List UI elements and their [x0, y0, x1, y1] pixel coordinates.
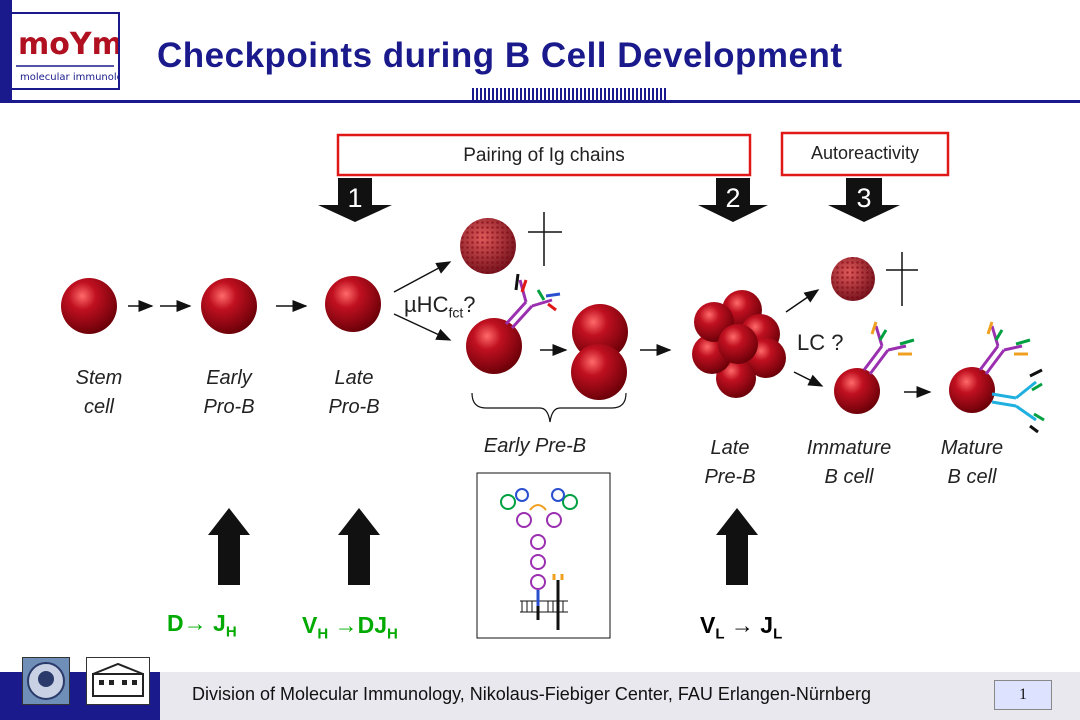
vdj-v: V: [302, 612, 318, 638]
logo-subtitle: molecular immunology: [20, 72, 118, 83]
stage-label-stem: Stem cell: [75, 367, 123, 418]
rearrangement-vdj: VH →DJH: [302, 612, 398, 643]
stage-label-early-pro-b: Early Pro-B: [203, 367, 255, 418]
pairing-box: [336, 133, 752, 177]
apoptotic-cell-icon-2: [831, 257, 875, 301]
vdj-v-sub: H: [317, 625, 329, 643]
checkpoint-arrow-1: [318, 178, 392, 222]
late-pre-b-cluster-icon: [692, 290, 786, 398]
rearrangement-vj: VL → JL: [700, 612, 782, 643]
bcr-icon: [862, 321, 915, 375]
checkpoint-number-3: 3: [856, 183, 872, 213]
pairing-label: Pairing of Ig chains: [463, 145, 625, 166]
pre-bcr-detail-box: [476, 472, 611, 639]
university-seal-icon: [22, 657, 70, 705]
bcr-igd-icon: [991, 368, 1045, 434]
early-pre-b-dividing-icon: [572, 304, 628, 360]
checkpoint-number-1: 1: [347, 183, 363, 213]
page-title: Checkpoints during B Cell Development: [157, 36, 843, 75]
up-arrow-dj-icon: [208, 508, 250, 585]
vj-j-sub: L: [773, 625, 783, 643]
uhc-sub: fct: [448, 304, 464, 321]
uhc-q: ?: [463, 292, 476, 317]
up-arrow-vj-icon: [716, 508, 758, 585]
pre-bcr-structure-icon: [500, 488, 578, 630]
stem-cell-icon: [61, 278, 117, 334]
early-pre-b-brace: [471, 392, 627, 423]
stage-label-late-pre-b: Late Pre-B: [704, 437, 756, 488]
flow-arrows: [128, 261, 932, 398]
header-stripe: [472, 88, 667, 100]
early-pre-b-cell-icon: [466, 318, 522, 374]
autoreactivity-label: Autoreactivity: [810, 143, 920, 163]
stage-label-early-pre-b: Early Pre-B: [483, 435, 587, 457]
dj-d: D: [167, 610, 184, 636]
vj-arrow: →: [730, 612, 754, 638]
logo: moYm molecular immunology: [10, 12, 135, 90]
up-arrow-vdj-icon: [338, 508, 380, 585]
logo-mark-icon: moYm molecular immunology: [16, 27, 135, 83]
header-divider: [0, 100, 1080, 103]
vdj-arrow: →: [334, 612, 358, 638]
uhc-question: µHCfct?: [404, 292, 475, 320]
immature-b-cell-icon: [834, 368, 880, 414]
rearrangement-dj: D→ JH: [167, 610, 237, 641]
footer-text: Division of Molecular Immunology, Nikola…: [192, 684, 871, 704]
late-pro-b-cell-icon: [325, 276, 381, 332]
mature-b-cell-icon: [949, 367, 995, 413]
bcr-igm-icon: [978, 321, 1031, 375]
vj-v: V: [700, 612, 716, 638]
cross-icon: [528, 212, 562, 266]
stage-label-late-pro-b: Late Pro-B: [328, 367, 380, 418]
uhc-main: µHC: [404, 292, 449, 317]
cross-icon-2: [886, 252, 918, 306]
stage-label-mature-b: Mature B cell: [940, 437, 1004, 488]
header-accent-bar: [0, 0, 12, 102]
vj-j: J: [760, 612, 774, 638]
early-pre-b-dividing-icon-2: [571, 344, 627, 400]
lc-question: LC ?: [797, 330, 844, 355]
vdj-dj: DJ: [357, 612, 387, 638]
autoreactivity-box: [780, 131, 950, 177]
vj-v-sub: L: [715, 625, 725, 643]
checkpoint-arrow-3: [828, 178, 900, 222]
building-image-icon: [86, 657, 150, 705]
apoptotic-cell-icon: [460, 218, 516, 274]
checkpoint-arrow-2: [698, 178, 768, 222]
page-number: 1: [994, 680, 1052, 710]
stage-label-immature-b: Immature B cell: [806, 437, 892, 488]
checkpoint-number-2: 2: [725, 183, 741, 213]
vdj-dj-sub: H: [386, 625, 398, 643]
dj-j-sub: H: [225, 623, 237, 641]
logo-mark: moYm: [18, 27, 118, 62]
dj-arrow: →: [183, 610, 207, 636]
dj-j: J: [213, 610, 226, 636]
footer-panel: [160, 672, 1080, 720]
pre-bcr-icon: [504, 273, 561, 330]
early-pro-b-cell-icon: [201, 278, 257, 334]
